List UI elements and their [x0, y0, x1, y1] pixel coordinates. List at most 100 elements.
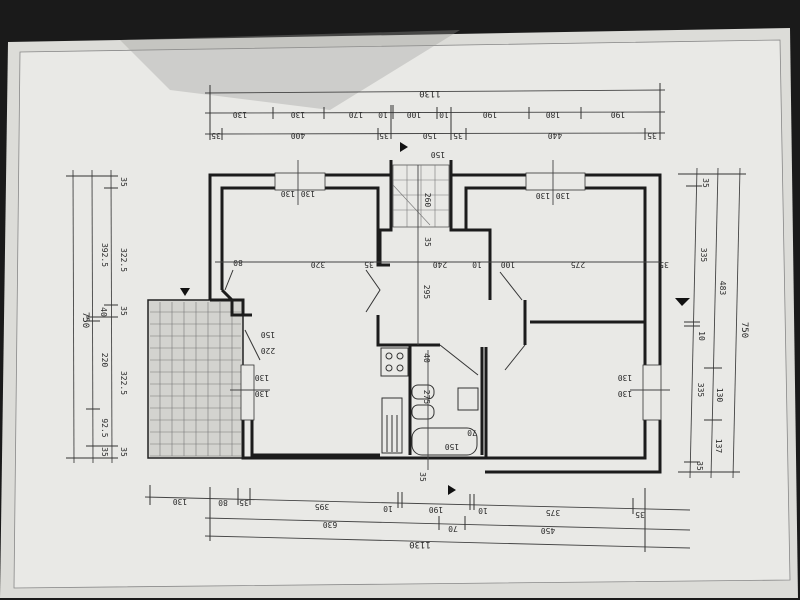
bottom-middle-dim: 70 — [448, 524, 458, 533]
stair-width-dim: 150 — [431, 150, 446, 159]
top-segment-dim: 130 — [291, 110, 306, 119]
window-dim: 130 — [618, 373, 633, 382]
left-middle-dim: 40 — [99, 307, 108, 317]
window-dim: 130 — [618, 389, 633, 398]
living-row-dim: 80 — [233, 258, 243, 267]
bottom-segment-dim: 10 — [383, 504, 393, 513]
bottom-middle-dim: 630 — [323, 520, 338, 529]
bath-dim: 275 — [422, 390, 431, 405]
kitchen-gap-dim: 40 — [422, 353, 431, 363]
left-overall-dim: 750 — [80, 312, 90, 328]
right-dimensions: 35 335 10 335 35 483 130 137 750 — [678, 167, 749, 479]
left-inner-dim: 35 — [119, 447, 128, 457]
top-segment-dim: 130 — [233, 110, 248, 119]
section-arrow-icon — [675, 298, 690, 306]
bottom-middle-dim: 450 — [541, 526, 556, 535]
bottom-segment-dim: 130 — [173, 497, 188, 506]
walls — [208, 160, 662, 474]
living-row-dim: 275 — [571, 260, 586, 269]
left-inner-dim: 322.5 — [119, 371, 128, 395]
right-overall-dim: 750 — [739, 322, 749, 338]
living-row-dim: 100 — [501, 260, 516, 269]
bottom-segment-dim: 190 — [429, 505, 444, 514]
right-middle-dim: 483 — [718, 281, 727, 296]
living-row-dim: 240 — [433, 260, 448, 269]
right-inner-dim: 335 — [696, 383, 705, 398]
bathtub-icon — [411, 427, 478, 456]
terrace — [147, 299, 244, 459]
door-dim: 150 — [261, 330, 276, 339]
toilet-icon — [457, 387, 479, 411]
stair-landing-dim: 35 — [423, 237, 432, 247]
shadow — [120, 30, 460, 110]
top-wall-dim: 400 — [291, 131, 306, 140]
stove-icon — [380, 347, 409, 377]
left-inner-dim: 322.5 — [119, 248, 128, 272]
bottom-segment-dim: 35 — [239, 498, 249, 507]
bath-window-dim: 70 — [467, 428, 477, 437]
top-segment-dim: 190 — [483, 110, 498, 119]
bottom-segment-dim: 375 — [546, 508, 561, 517]
section-arrow-icon — [448, 485, 456, 495]
window-dim: 130 — [281, 189, 296, 198]
sheet-border — [13, 39, 791, 589]
window-dim: 130 — [556, 191, 571, 200]
left-middle-dim: 35 — [100, 447, 109, 457]
window-dim: 130 — [255, 373, 270, 382]
doors — [224, 269, 526, 376]
right-middle-dim: 130 — [715, 388, 724, 403]
living-row-dim: 35 — [364, 260, 374, 269]
right-middle-dim: 137 — [714, 439, 723, 454]
washbasin-icon — [411, 384, 435, 400]
sink-icon — [381, 397, 403, 454]
top-wall-dim: 440 — [548, 131, 563, 140]
window-dim: 130 — [255, 389, 270, 398]
bottom-segment-dim: 10 — [478, 506, 488, 515]
fixtures — [380, 347, 479, 456]
living-row-dim: 10 — [472, 260, 482, 269]
top-overall-dim: 1130 — [419, 88, 441, 98]
bottom-segment-dim: 35 — [635, 510, 645, 519]
top-wall-dim: 35 — [647, 131, 657, 140]
top-segment-dim: 10 — [439, 110, 449, 119]
window-dim: 130 — [301, 189, 316, 198]
corridor-dim: 295 — [422, 285, 431, 300]
interior-dimension-lines — [215, 160, 670, 470]
bottom-overall-dim: 1130 — [409, 539, 431, 549]
door-dim: 220 — [261, 346, 276, 355]
left-dimensions: 750 392.5 40 220 92.5 35 35 322.5 35 322… — [66, 169, 128, 464]
section-arrow-icon — [400, 142, 408, 152]
top-wall-dim: 35 — [211, 131, 221, 140]
bottom-segment-dim: 395 — [315, 502, 330, 511]
top-segment-dim: 10 — [378, 110, 388, 119]
interior-labels: 130 130 130 130 130 130 150 220 130 130 … — [233, 150, 669, 482]
bottom-segment-dim: 80 — [218, 498, 228, 507]
living-row-dim: 35 — [659, 260, 669, 269]
left-middle-dim: 392.5 — [100, 243, 109, 267]
stair-dim: 260 — [423, 193, 432, 208]
windows — [240, 172, 662, 421]
bath-window-dim: 150 — [445, 442, 460, 451]
top-dimensions: 1130 130 130 170 10 100 10 190 180 190 3… — [204, 83, 666, 140]
section-arrow-icon — [180, 288, 190, 296]
top-wall-dim: 35 — [379, 131, 389, 140]
living-row-dim: 320 — [311, 260, 326, 269]
top-segment-dim: 190 — [611, 110, 626, 119]
bath-wall-dim: 35 — [418, 472, 427, 482]
right-inner-dim: 35 — [695, 461, 704, 471]
right-inner-dim: 35 — [701, 178, 710, 188]
window-dim: 130 — [536, 191, 551, 200]
top-segment-dim: 180 — [546, 110, 561, 119]
right-inner-dim: 10 — [697, 331, 706, 341]
top-wall-dim: 150 — [423, 131, 438, 140]
left-middle-dim: 220 — [100, 353, 109, 368]
bottom-dimensions: 130 80 35 395 10 190 10 375 35 630 70 45… — [144, 485, 691, 552]
top-wall-dim: 35 — [453, 131, 463, 140]
left-inner-dim: 35 — [119, 177, 128, 187]
left-middle-dim: 92.5 — [100, 418, 109, 437]
staircase — [392, 164, 450, 228]
left-inner-dim: 35 — [119, 306, 128, 316]
right-inner-dim: 335 — [699, 248, 708, 263]
top-segment-dim: 100 — [407, 110, 422, 119]
